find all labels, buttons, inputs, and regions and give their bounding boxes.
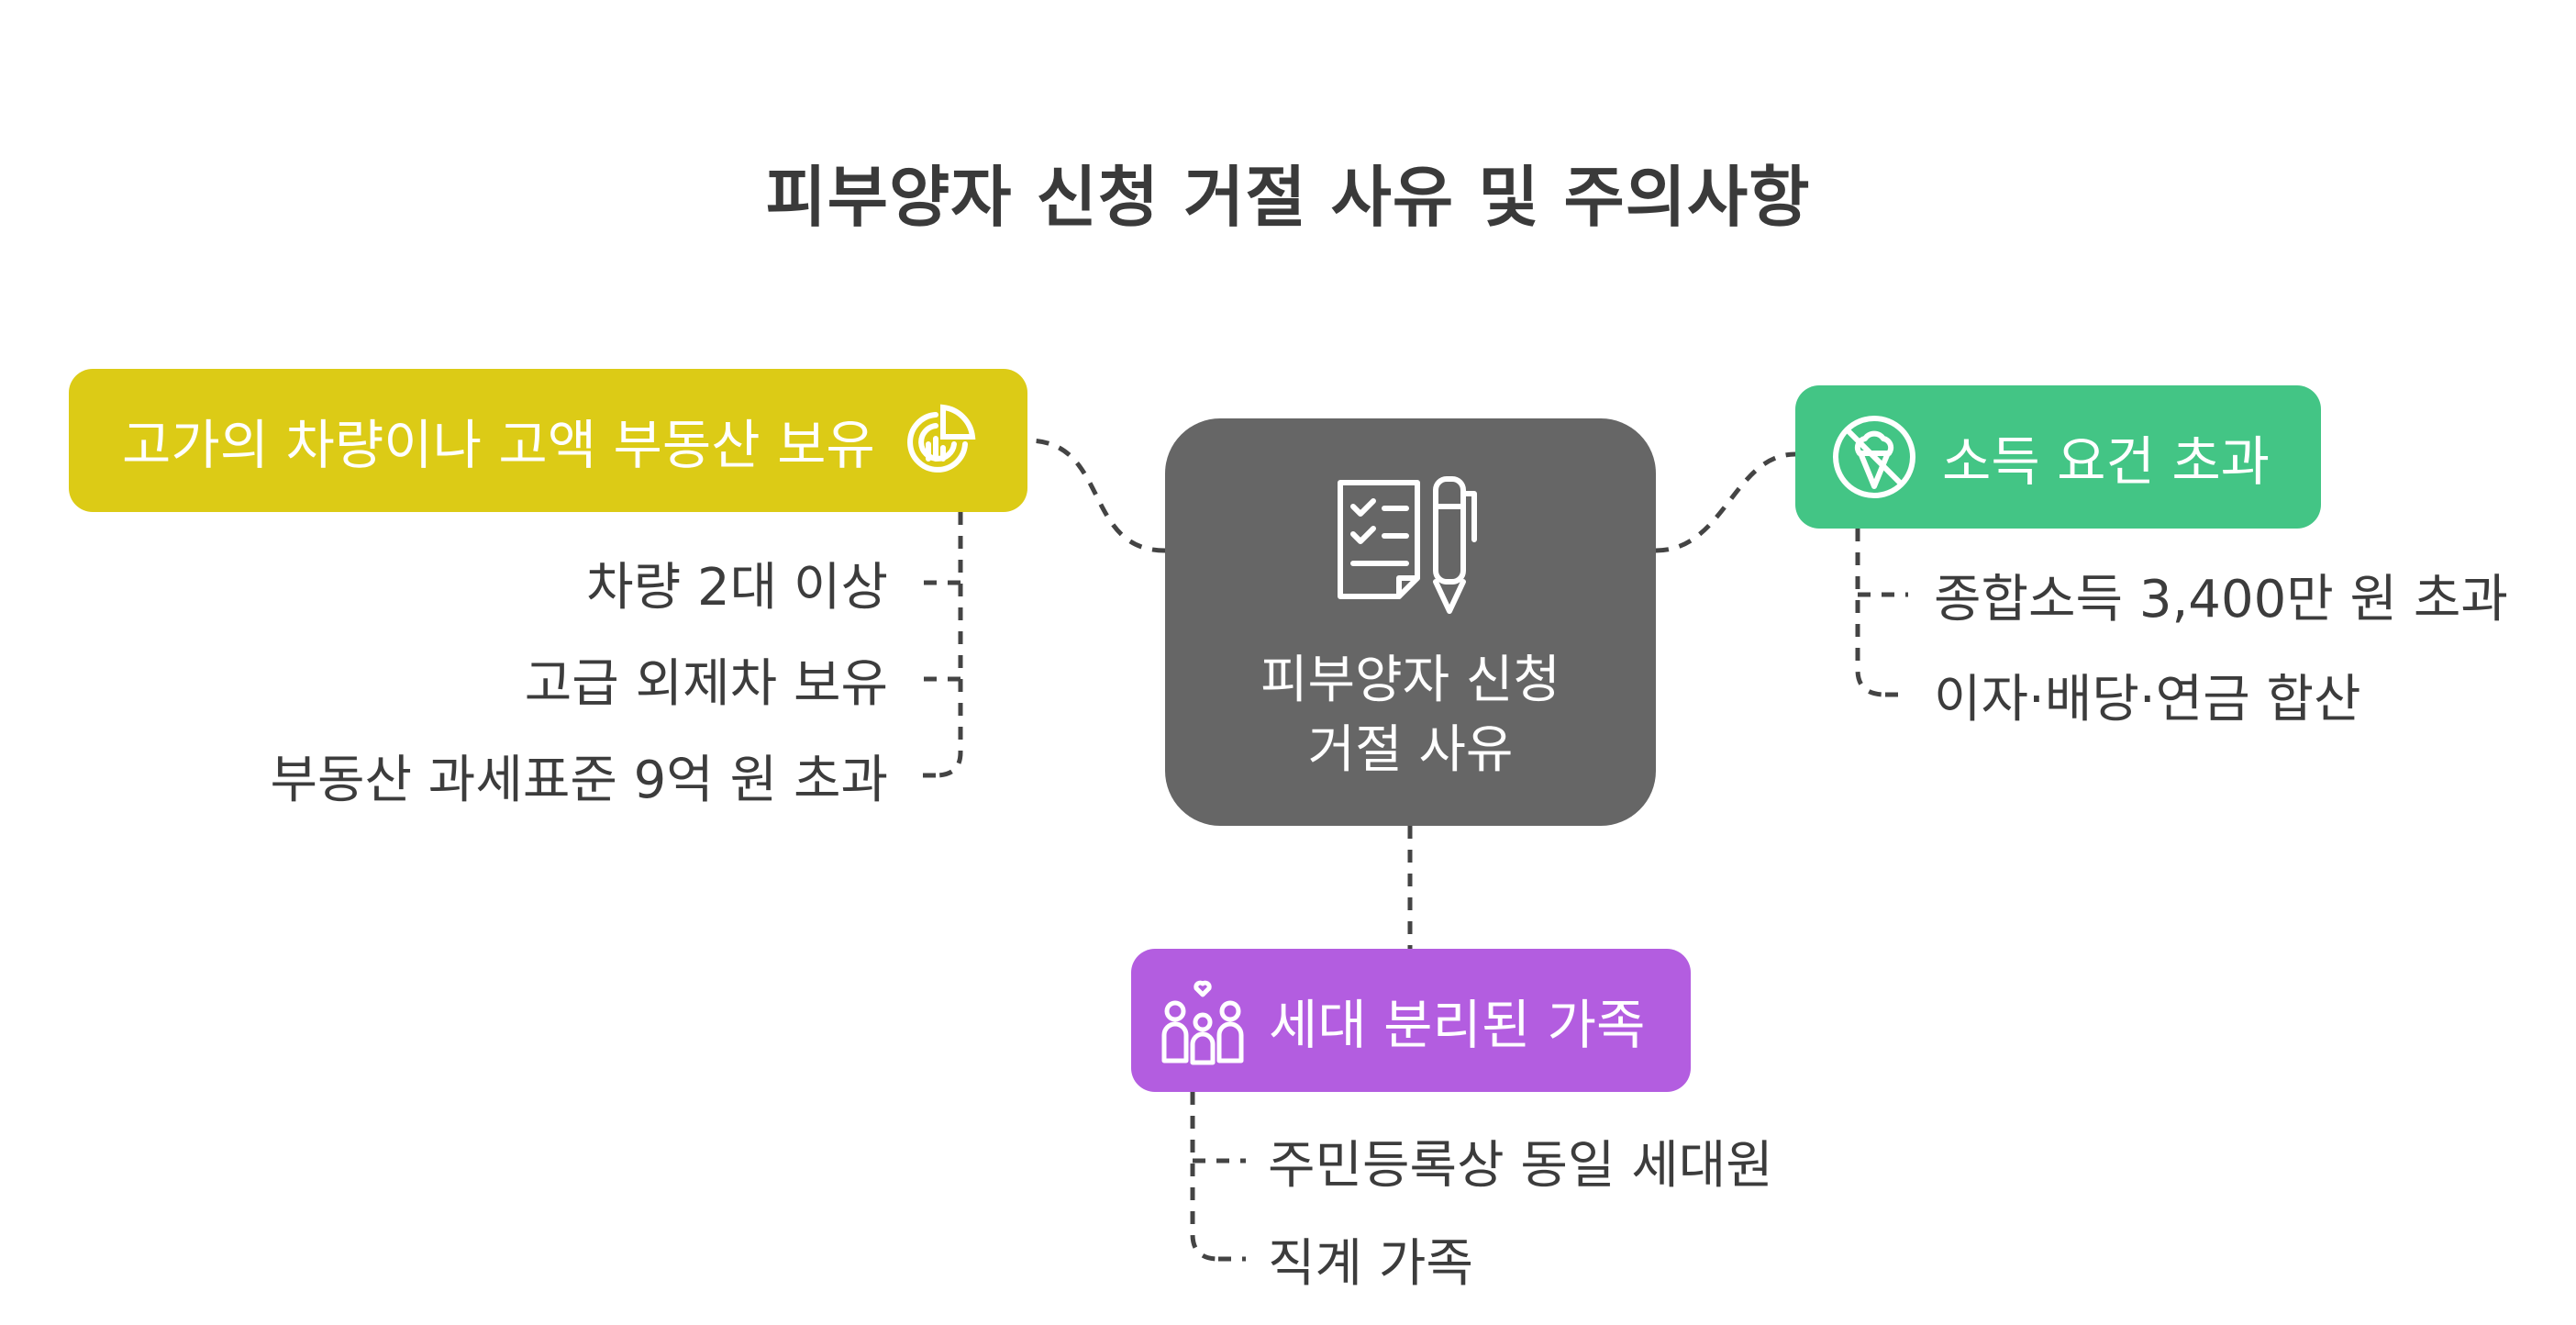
connector-car-trunk — [935, 512, 963, 778]
connector-center-income — [1655, 451, 1796, 553]
center-label: 피부양자 신청 거절 사유 — [1260, 646, 1560, 785]
branch-car-property: 고가의 차량이나 고액 부동산 보유 — [69, 369, 1027, 512]
connector-center-car — [1027, 438, 1166, 553]
ice-cream-prohibited-icon — [1830, 413, 1918, 501]
center-node: 피부양자 신청 거절 사유 — [1165, 418, 1656, 826]
branch-income-label: 소득 요건 초과 — [1942, 430, 2271, 493]
center-label-line2: 거절 사유 — [1307, 720, 1514, 780]
family-item-1: 주민등록상 동일 세대원 — [1268, 1135, 1773, 1196]
branch-family-label: 세대 분리된 가족 — [1269, 994, 1646, 1056]
connector-income-trunk — [1855, 529, 1886, 697]
car-item-3: 부동산 과세표준 9억 원 초과 — [270, 750, 888, 810]
income-item-2: 이자·배당·연금 합산 — [1934, 669, 2361, 729]
branch-income: 소득 요건 초과 — [1795, 385, 2321, 529]
page-title: 피부양자 신청 거절 사유 및 주의사항 — [765, 158, 1811, 236]
family-item-2: 직계 가족 — [1268, 1233, 1473, 1294]
pie-chart-icon — [901, 402, 978, 479]
branch-family: 세대 분리된 가족 — [1131, 949, 1691, 1092]
connector-family-trunk — [1190, 1092, 1219, 1262]
car-item-2: 고급 외제차 보유 — [524, 653, 888, 714]
checklist-pen-icon — [1333, 475, 1489, 622]
income-item-1: 종합소득 3,400만 원 초과 — [1934, 569, 2508, 629]
family-icon — [1157, 974, 1249, 1066]
car-item-1: 차량 2대 이상 — [586, 557, 888, 618]
center-label-line1: 피부양자 신청 — [1260, 651, 1560, 710]
branch-car-label: 고가의 차량이나 고액 부동산 보유 — [122, 414, 875, 476]
